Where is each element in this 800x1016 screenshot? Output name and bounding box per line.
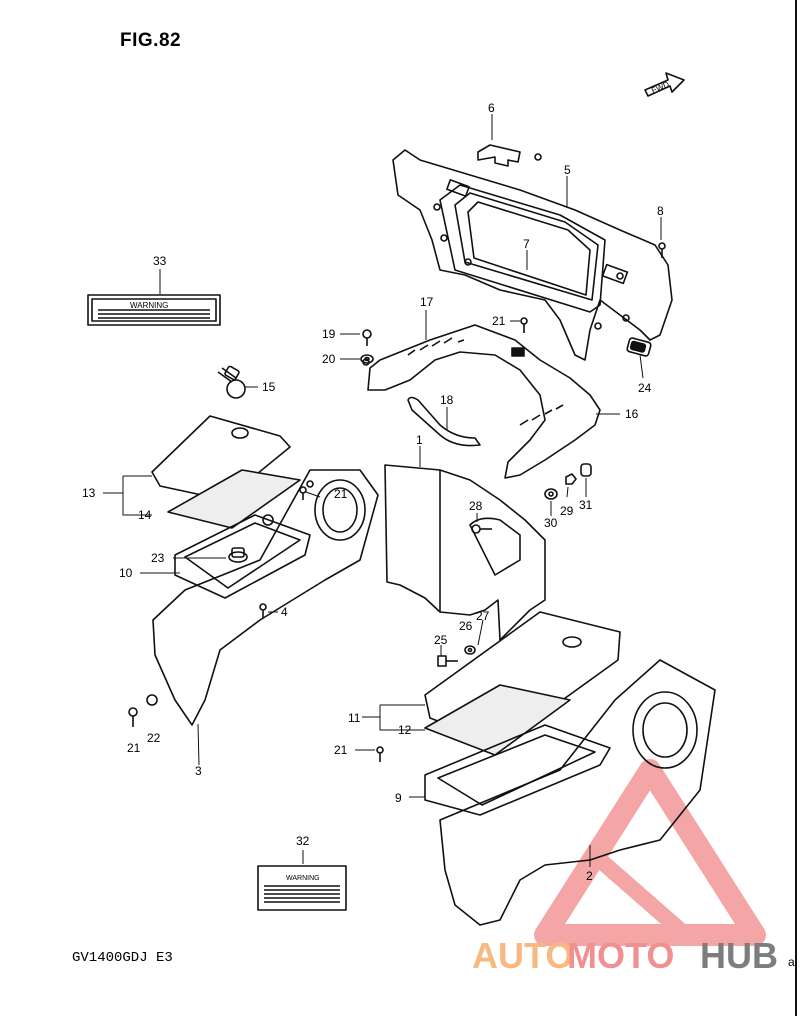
- callout-21a: 21: [492, 314, 506, 328]
- washer-part-20: [360, 354, 374, 364]
- callout-30: 30: [544, 516, 558, 530]
- callout-19: 19: [322, 327, 336, 341]
- model-code: GV1400GDJ E3: [72, 950, 173, 966]
- lid-part-11: [424, 611, 621, 746]
- callout-16: 16: [625, 407, 639, 421]
- center-panel-part-1: [384, 464, 546, 641]
- callout-5: 5: [564, 163, 571, 177]
- watermark-triangle: [534, 759, 766, 946]
- callout-9: 9: [395, 791, 402, 805]
- tray-part-9: [424, 724, 611, 816]
- callout-13: 13: [82, 486, 96, 500]
- callout-33: 33: [153, 254, 167, 268]
- callout-3: 3: [195, 764, 202, 778]
- callout-21d: 21: [334, 743, 348, 757]
- callout-21b: 21: [334, 487, 348, 501]
- callout-7: 7: [523, 237, 530, 251]
- callout-11: 11: [348, 711, 361, 725]
- callout-8: 8: [657, 204, 664, 218]
- inner-cover-part-16-17: [362, 324, 601, 479]
- bolt-part-25: [437, 655, 458, 667]
- screw-part-21-upper: [520, 317, 528, 333]
- watermark-hub: HUB: [700, 935, 778, 976]
- knob-part-23: [228, 547, 248, 563]
- leader-lines: [103, 114, 662, 867]
- bracket-part-6: [477, 144, 542, 167]
- callout-32: 32: [296, 834, 310, 848]
- callout-21c: 21: [127, 741, 141, 755]
- callout-23: 23: [151, 551, 165, 565]
- key-switch-part-15: [217, 365, 246, 399]
- warning-label-part-33: WARNING: [87, 294, 221, 326]
- callout-14: 14: [138, 508, 152, 522]
- fwd-label: FWD: [650, 80, 670, 95]
- edge-mark: a: [788, 955, 795, 969]
- bolt-part-28: [471, 524, 492, 534]
- watermark-moto: MOTO: [567, 935, 674, 976]
- screw-part-21-lower-left: [128, 707, 138, 727]
- callout-29: 29: [560, 504, 574, 518]
- pad-part-12: [424, 684, 571, 756]
- callout-24: 24: [638, 381, 652, 395]
- screw-part-4: [259, 603, 267, 618]
- nut-part-29: [565, 473, 577, 485]
- page-edge-divider: [795, 0, 797, 1016]
- washer-part-30: [544, 488, 558, 500]
- callout-6: 6: [488, 101, 495, 115]
- tray-part-10: [174, 514, 311, 599]
- callout-4: 4: [281, 605, 288, 619]
- callout-18: 18: [440, 393, 454, 407]
- fwd-arrow-icon: FWD: [644, 72, 685, 97]
- callout-28: 28: [469, 499, 483, 513]
- clip-part-24: [626, 337, 652, 357]
- callout-26: 26: [459, 619, 473, 633]
- meter-panel-part-5: [392, 149, 673, 361]
- callout-20: 20: [322, 352, 336, 366]
- callout-22: 22: [147, 731, 161, 745]
- callout-2: 2: [586, 869, 593, 883]
- lid-part-13: [151, 415, 291, 501]
- warning-text-33: WARNING: [130, 301, 168, 310]
- callout-27: 27: [476, 609, 490, 623]
- figure-title: FIG.82: [120, 30, 182, 51]
- washer-part-26: [464, 645, 476, 655]
- callout-15: 15: [262, 380, 276, 394]
- warning-text-32: WARNING: [286, 875, 320, 882]
- callout-numbers: 6 5 8 7 24 17 21 19 20 18 16 15 1 33 13 …: [82, 101, 664, 883]
- lower-cover-part-3: [152, 469, 379, 726]
- callout-10: 10: [119, 566, 133, 580]
- trim-strip-part-18: [407, 396, 481, 447]
- callout-12: 12: [398, 723, 412, 737]
- lower-cover-part-2: [439, 659, 716, 926]
- screw-part-21-left-tray: [299, 486, 307, 500]
- screw-part-8: [658, 242, 666, 258]
- nut-part-31: [580, 463, 592, 477]
- callout-17: 17: [420, 295, 434, 309]
- callout-25: 25: [434, 633, 448, 647]
- washer-part-22: [146, 694, 158, 706]
- callout-31: 31: [579, 498, 593, 512]
- watermark-text: AUTO MOTO HUB a: [472, 935, 795, 976]
- callout-1: 1: [416, 433, 423, 447]
- screw-part-19: [362, 329, 372, 346]
- watermark-auto: AUTO: [472, 935, 573, 976]
- warning-label-part-32: WARNING: [257, 865, 347, 911]
- pad-part-14: [167, 469, 301, 529]
- screw-part-21-right: [376, 746, 384, 762]
